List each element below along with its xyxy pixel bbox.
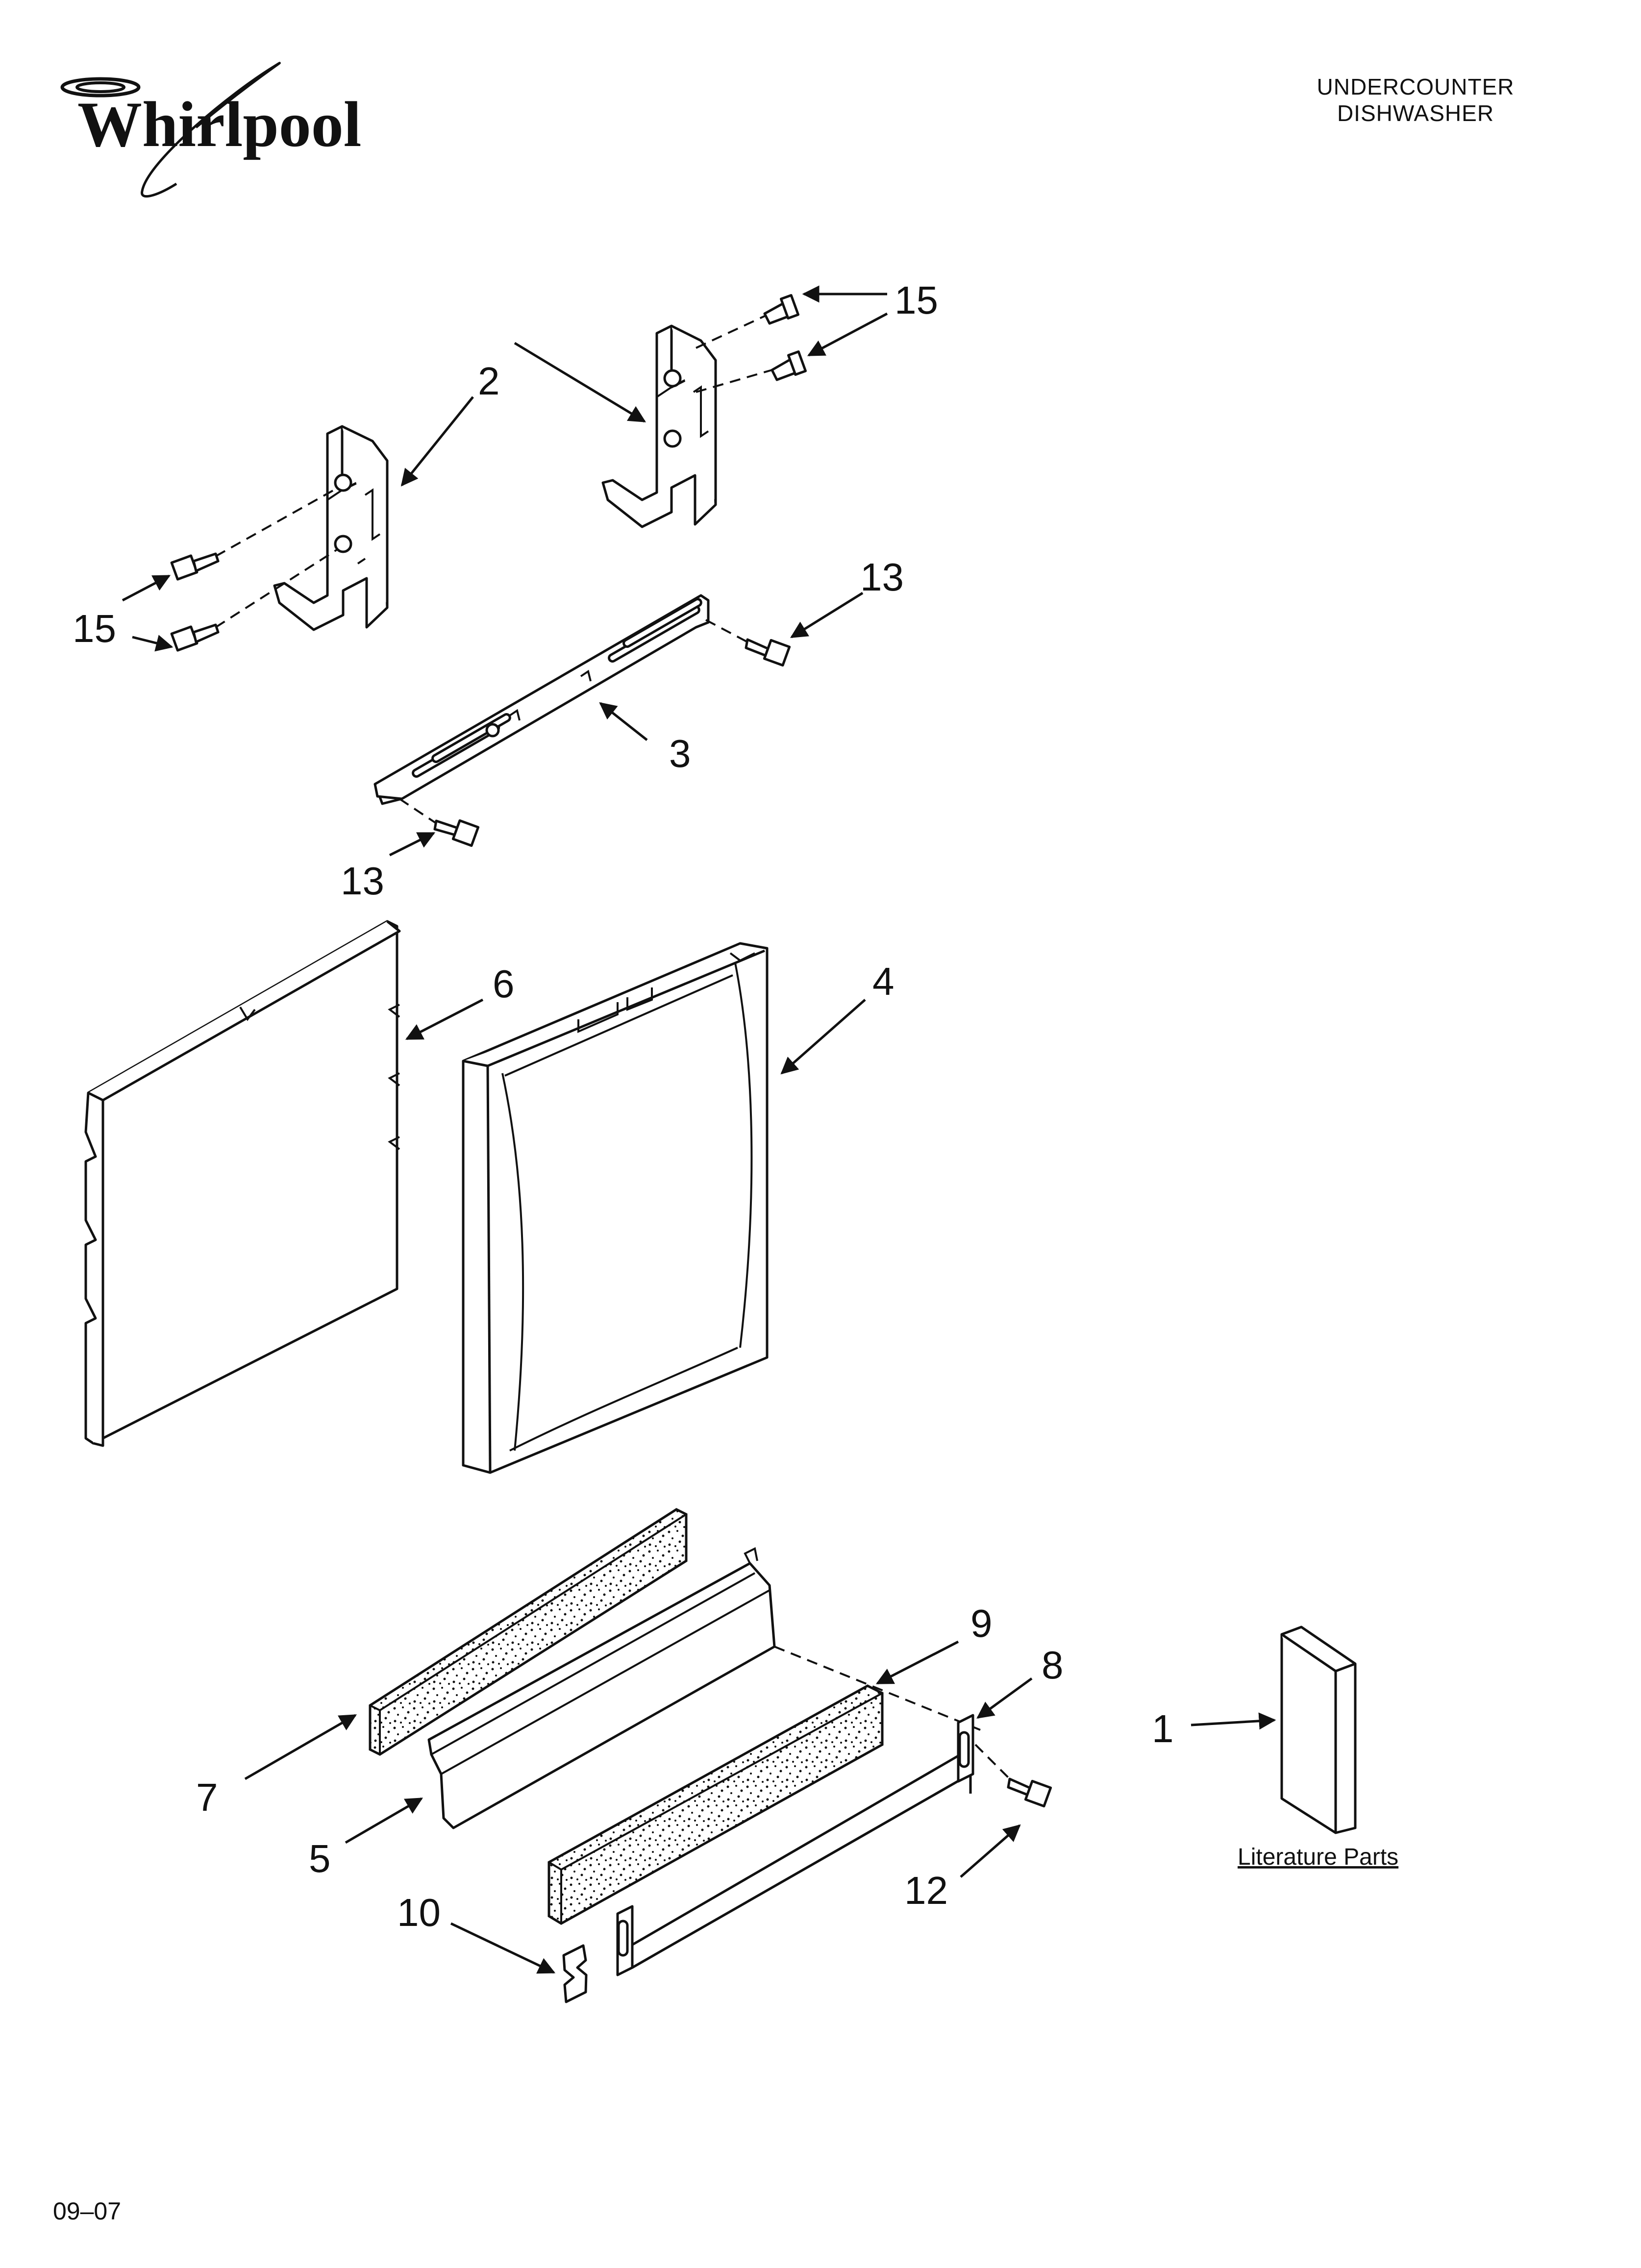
part-1-literature-booklet — [1280, 1626, 1357, 1834]
part-4-outer-door — [462, 942, 769, 1474]
callout-6: 6 — [493, 962, 515, 1006]
callout-12: 12 — [904, 1869, 948, 1912]
part-9-insulation-strip — [547, 1684, 884, 1925]
callout-5: 5 — [309, 1837, 331, 1880]
part-7-insulation-strip — [369, 1508, 688, 1756]
callout-4: 4 — [872, 960, 895, 1003]
part-5-toe-panel-bracket — [427, 1547, 776, 1829]
footer-date-code: 09–07 — [53, 2197, 122, 2225]
part-6-door-panel — [84, 920, 401, 1447]
screw-13-right — [745, 638, 791, 667]
part-2-hinge-bracket-left — [273, 425, 389, 631]
callout-13-right: 13 — [860, 555, 904, 599]
title-line-2: DISHWASHER — [1337, 100, 1494, 126]
callout-2: 2 — [478, 359, 500, 403]
screw-13-left — [433, 819, 480, 847]
screw-15-top-b — [771, 350, 807, 381]
page-header-title: UNDERCOUNTER DISHWASHER — [1268, 74, 1563, 126]
screw-15-left-a — [170, 552, 220, 581]
leader-lines — [122, 285, 1276, 1974]
callout-7: 7 — [196, 1775, 218, 1819]
title-line-1: UNDERCOUNTER — [1317, 74, 1515, 99]
whirlpool-logo: Whirlpool — [60, 62, 361, 198]
screw-12 — [1007, 1777, 1052, 1808]
part-2-hinge-bracket-right — [601, 324, 717, 528]
screw-15-left-b — [170, 623, 220, 652]
callout-15-left: 15 — [73, 607, 116, 650]
part-8-toe-panel — [616, 1714, 974, 1976]
callout-3: 3 — [669, 732, 691, 775]
part-3-mounting-rail — [373, 594, 710, 805]
callout-8: 8 — [1042, 1643, 1064, 1687]
part-10-clip — [562, 1944, 588, 2003]
callout-15-top: 15 — [895, 278, 938, 322]
callout-9: 9 — [970, 1602, 993, 1645]
literature-parts-label: Literature Parts — [1238, 1844, 1398, 1870]
callout-1: 1 — [1152, 1707, 1174, 1750]
brand-wordmark: Whirlpool — [77, 88, 361, 160]
screw-15-top-a — [763, 294, 800, 325]
callout-13-left: 13 — [341, 859, 384, 903]
callout-10: 10 — [397, 1891, 441, 1934]
